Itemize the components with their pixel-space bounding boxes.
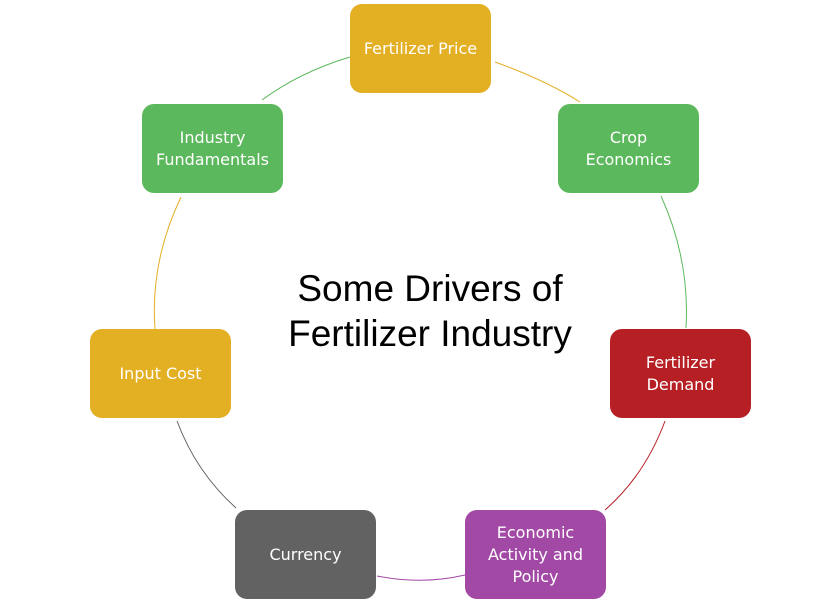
node-fertilizer-demand[interactable]: Fertilizer Demand — [610, 329, 751, 418]
connector-economic-to-currency — [376, 574, 466, 581]
connector-input-to-industry — [153, 196, 182, 330]
node-currency[interactable]: Currency — [235, 510, 376, 599]
node-input-cost[interactable]: Input Cost — [90, 329, 231, 418]
connector-industry-to-price — [261, 56, 351, 101]
diagram-title: Some Drivers of Fertilizer Industry — [288, 268, 572, 354]
connector-crop-to-demand — [660, 195, 687, 329]
connector-price-to-crop — [494, 61, 581, 103]
node-crop-economics[interactable]: Crop Economics — [558, 104, 699, 193]
node-industry-fundamentals[interactable]: Industry Fundamentals — [142, 104, 283, 193]
node-fertilizer-price[interactable]: Fertilizer Price — [350, 4, 491, 93]
node-economic-activity[interactable]: Economic Activity and Policy — [465, 510, 606, 599]
connector-demand-to-economic — [604, 420, 666, 511]
connector-currency-to-input — [176, 420, 237, 509]
